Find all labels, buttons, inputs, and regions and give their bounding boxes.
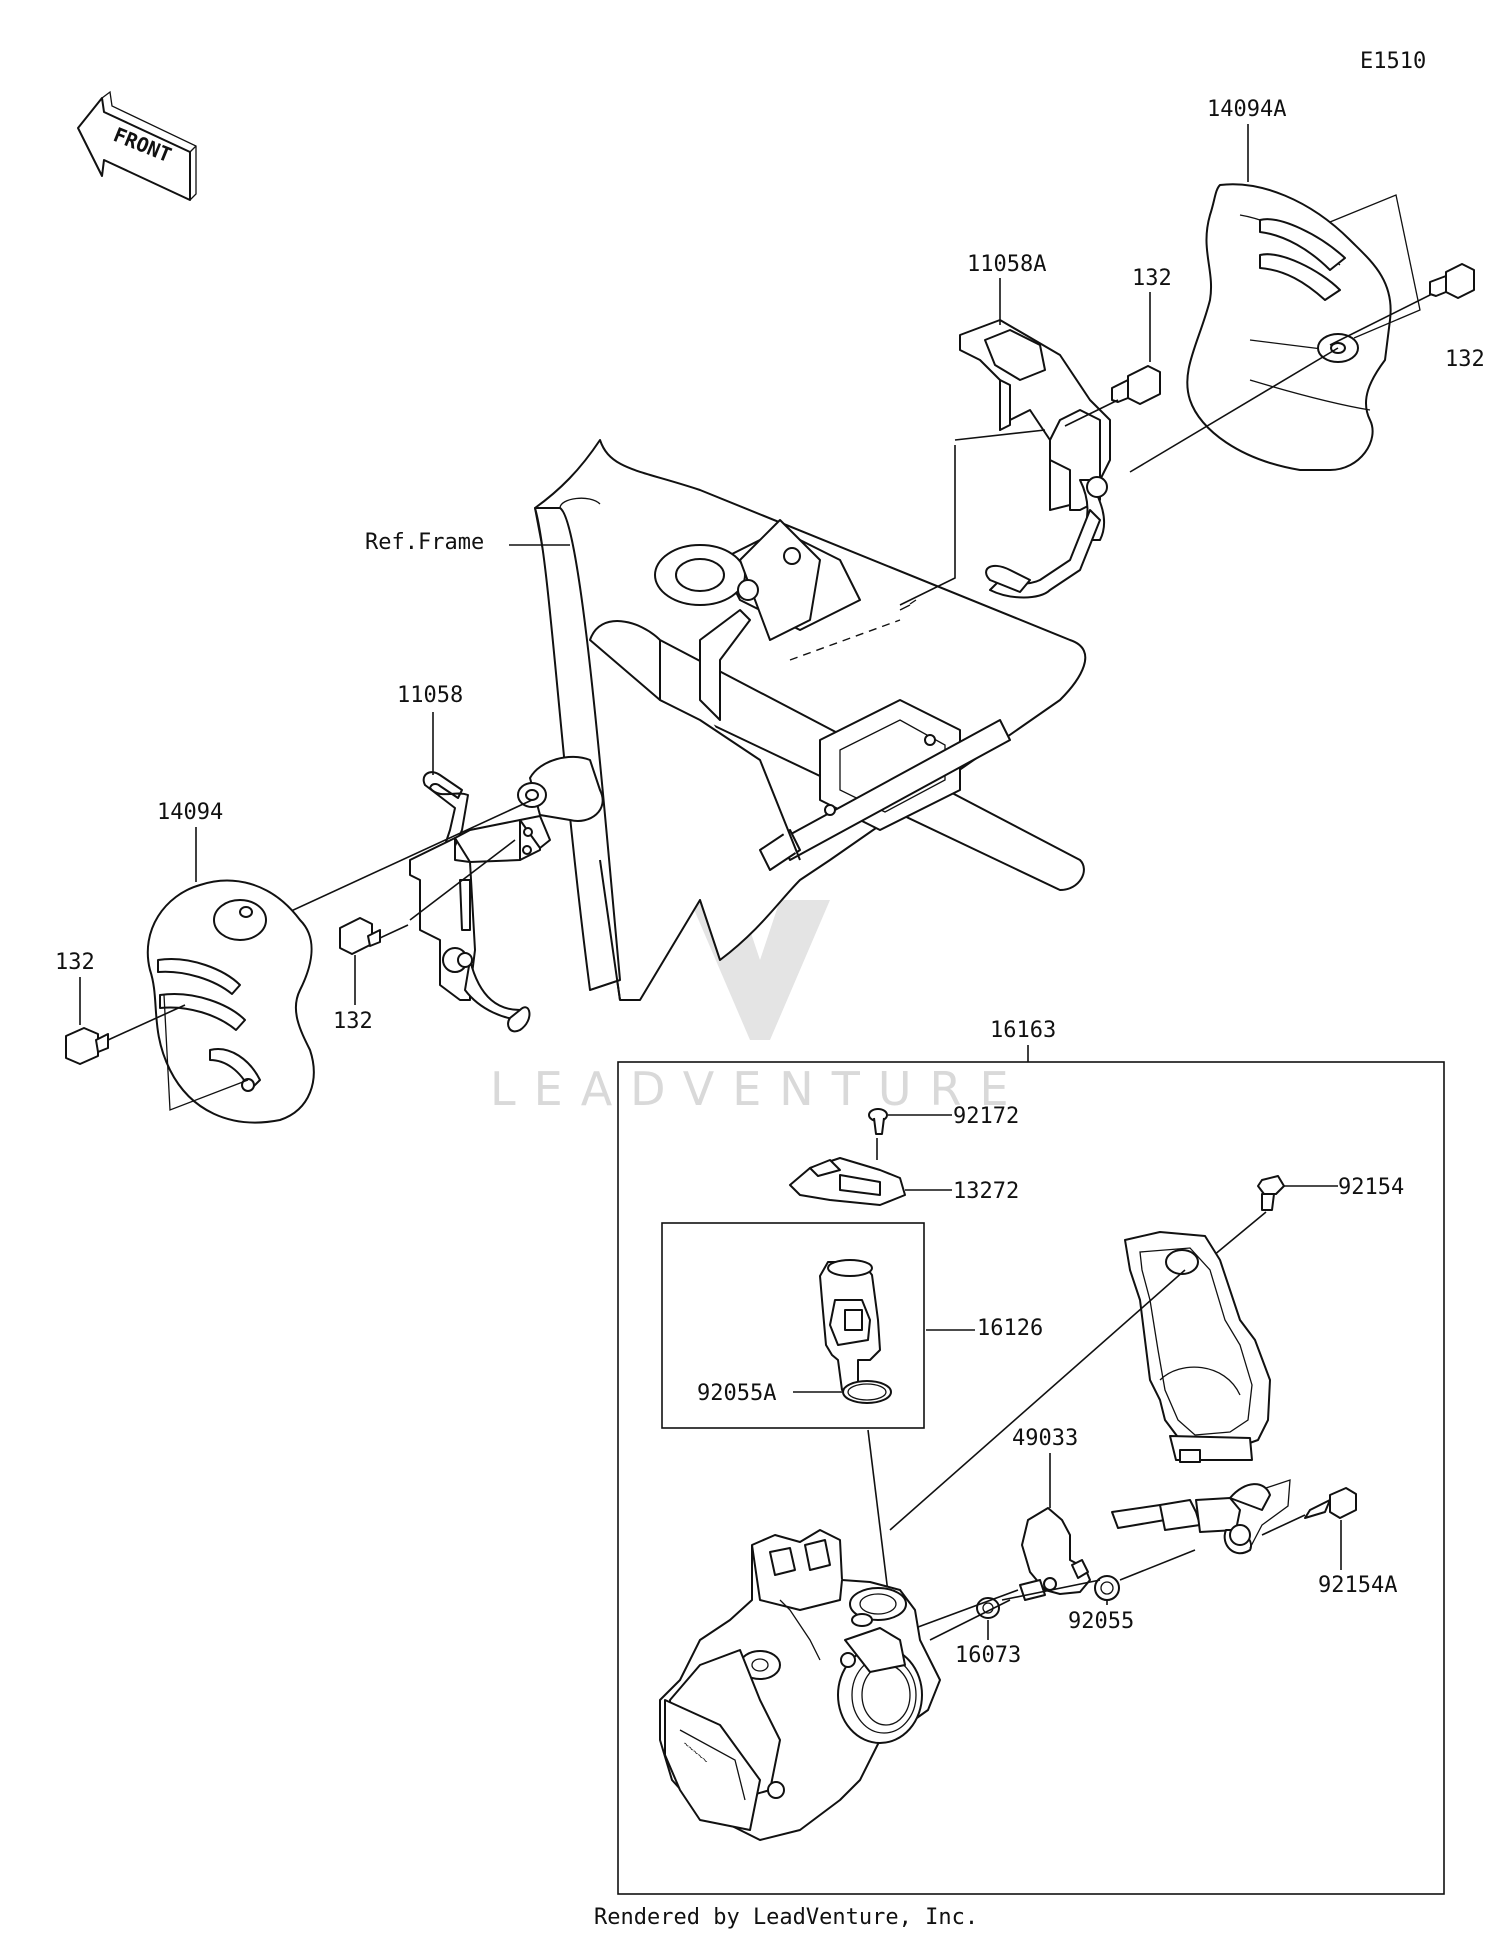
cover-14094 — [146, 879, 315, 1124]
bolt-132-left-icon — [65, 1004, 186, 1065]
bolt-132-top-icon — [1064, 365, 1161, 427]
label-13272: 13272 — [953, 1179, 1019, 1204]
screw-92154-icon — [1257, 1175, 1338, 1211]
label-132-top: 132 — [1132, 266, 1172, 291]
label-92055a: 92055A — [697, 1381, 776, 1406]
ref-frame-label: Ref.Frame — [365, 530, 484, 555]
diagram-code: E1510 — [1360, 49, 1426, 74]
fitting-part — [1111, 1479, 1291, 1555]
label-92154: 92154 — [1338, 1175, 1404, 1200]
assembly-box-16163 — [617, 1061, 1445, 1895]
throttle-body: ~~~~~ — [659, 1529, 1011, 1841]
bracket-11058 — [249, 755, 604, 1033]
label-11058a: 11058A — [967, 252, 1046, 277]
label-14094a: 14094A — [1207, 97, 1286, 122]
screw-92172-icon — [868, 1108, 952, 1135]
label-92154a: 92154A — [1318, 1573, 1397, 1598]
label-92172: 92172 — [953, 1104, 1019, 1129]
plate-13272 — [789, 1138, 952, 1206]
screw-92154a-icon — [1261, 1487, 1357, 1536]
label-132-left: 132 — [55, 950, 95, 975]
bolt-132-mid-icon — [339, 917, 409, 955]
sensor-cover — [889, 1231, 1271, 1531]
label-132-mid: 132 — [333, 1009, 373, 1034]
label-16163: 16163 — [990, 1018, 1056, 1043]
sensor-16126 — [819, 1259, 881, 1391]
footer-credit: Rendered by LeadVenture, Inc. — [594, 1905, 978, 1930]
label-16126: 16126 — [977, 1316, 1043, 1341]
cover-14094a — [1129, 183, 1441, 473]
frame-assembly: Ref.Frame — [365, 439, 1087, 1001]
sensor-49033 — [1019, 1507, 1091, 1601]
bracket-11058a — [954, 319, 1111, 599]
assembly-box-16126 — [661, 1222, 925, 1429]
bolt-132-right-icon — [1429, 263, 1475, 299]
label-92055: 92055 — [1068, 1609, 1134, 1634]
label-14094: 14094 — [157, 800, 223, 825]
label-16073: 16073 — [955, 1643, 1021, 1668]
label-49033: 49033 — [1012, 1426, 1078, 1451]
label-132-right: 132 — [1445, 347, 1485, 372]
label-11058: 11058 — [397, 683, 463, 708]
front-arrow-icon: FRONT — [77, 90, 197, 201]
o-ring-92055a-icon — [842, 1380, 892, 1404]
watermark-text: LEADVENTURE — [490, 1062, 1027, 1116]
